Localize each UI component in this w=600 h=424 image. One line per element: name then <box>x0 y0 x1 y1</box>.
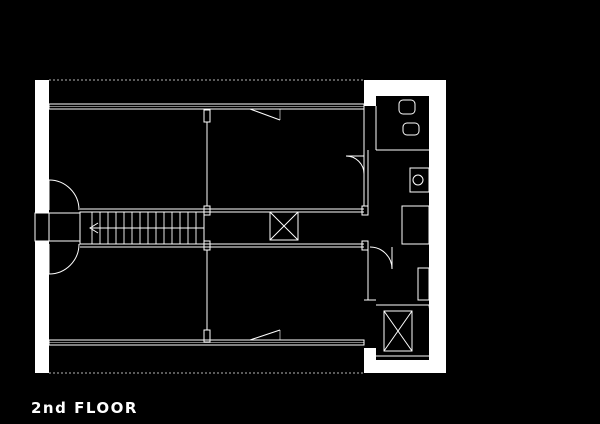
exterior-walls <box>35 80 446 373</box>
plan-lines <box>35 80 440 373</box>
upper-door-swing <box>49 180 79 210</box>
right-wall <box>429 80 446 373</box>
wc-2 <box>403 123 419 135</box>
corridor-post-4 <box>362 241 368 250</box>
upper-hatch <box>270 212 298 240</box>
corridor-door-swing <box>370 247 392 269</box>
top-right-pier <box>364 80 376 106</box>
corridor-post-1 <box>204 206 210 215</box>
lower-cabinet <box>418 268 429 300</box>
basin <box>410 168 429 192</box>
corner-hatch <box>384 311 412 351</box>
corridor-post-3 <box>362 206 368 215</box>
bottom-door-swing <box>250 330 280 340</box>
corner-room <box>376 305 436 356</box>
stair-window-notch <box>35 213 49 241</box>
left-window <box>35 213 49 241</box>
basin-drain <box>413 175 423 185</box>
lower-door-swing <box>49 244 79 274</box>
stair-arrow-icon <box>90 223 98 233</box>
top-post <box>204 110 210 122</box>
cabinet <box>402 206 429 244</box>
right-bottom-block <box>364 360 429 373</box>
floor-caption: 2nd FLOOR <box>31 399 138 417</box>
corridor-post-2 <box>204 241 210 250</box>
top-door-leaf <box>250 109 280 120</box>
bottom-door-leaf <box>250 330 280 340</box>
top-door-swing <box>250 109 280 120</box>
right-top-block <box>364 80 429 96</box>
wc-1 <box>399 100 415 114</box>
bottom-right-pier <box>364 348 376 373</box>
column <box>432 187 440 201</box>
service-door-swing <box>346 156 364 174</box>
